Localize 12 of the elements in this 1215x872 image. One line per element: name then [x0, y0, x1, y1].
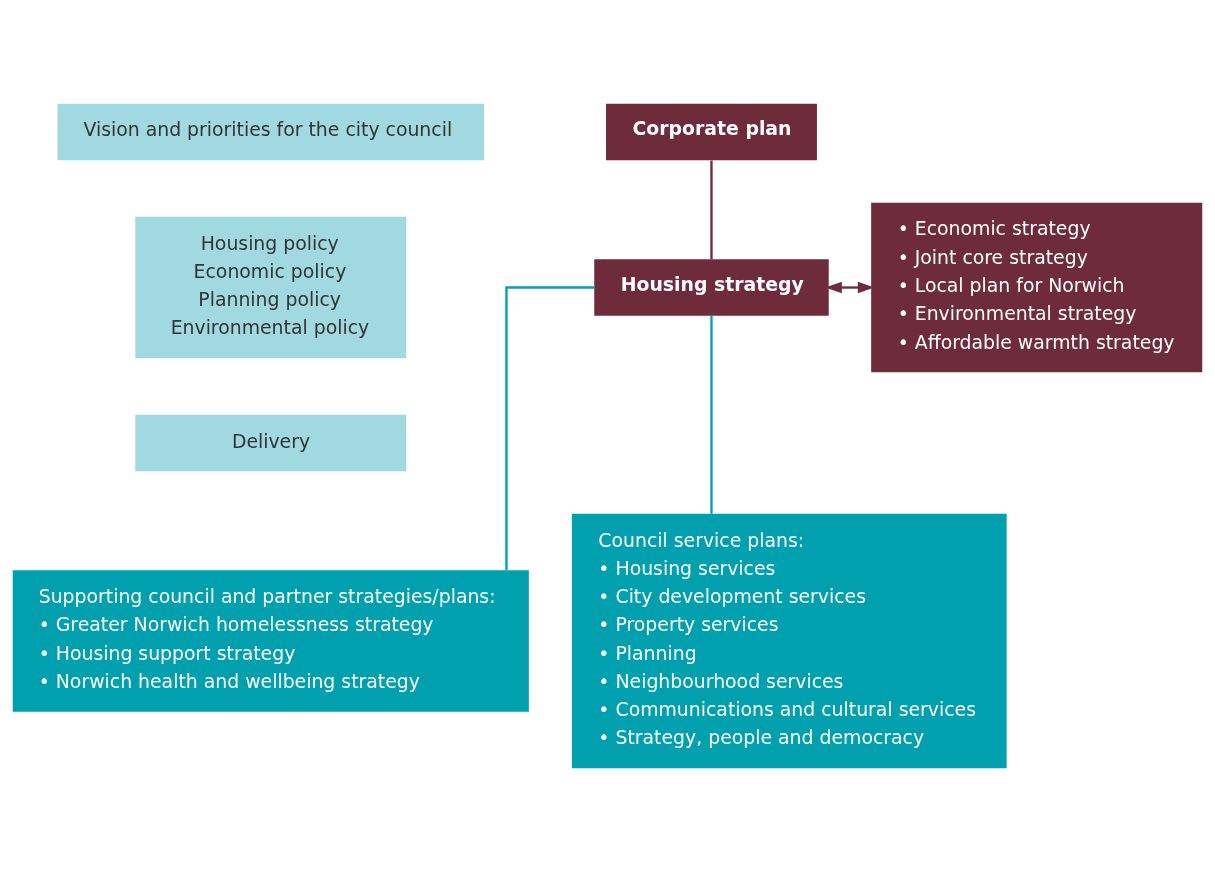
node-box: Council service plans: • Housing services • City development services • Property services • Planning • Neighbourhood services • Communications and cultural services • Strategy, people and democracy: [571, 513, 1007, 769]
node-box: Supporting council and partner strategies/plans: • Greater Norwich homelessness strategy • Housing support strategy • Norwich health and wellbeing strategy: [12, 570, 529, 712]
arrow: [825, 281, 875, 294]
node-box: • Economic strategy • Joint core strategy • Local plan for Norwich • Environmental strategy • Affordable warmth strategy: [871, 202, 1203, 373]
node-box: Delivery: [135, 414, 407, 472]
connector: [710, 160, 713, 260]
node-box: Housing strategy: [594, 259, 829, 316]
connector: [505, 286, 594, 570]
node-box: Housing policy Economic policy Planning policy Environmental policy: [135, 216, 407, 359]
node-box: Corporate plan: [606, 103, 817, 161]
connector: [710, 315, 713, 514]
node-box: Vision and priorities for the city council: [57, 103, 485, 161]
